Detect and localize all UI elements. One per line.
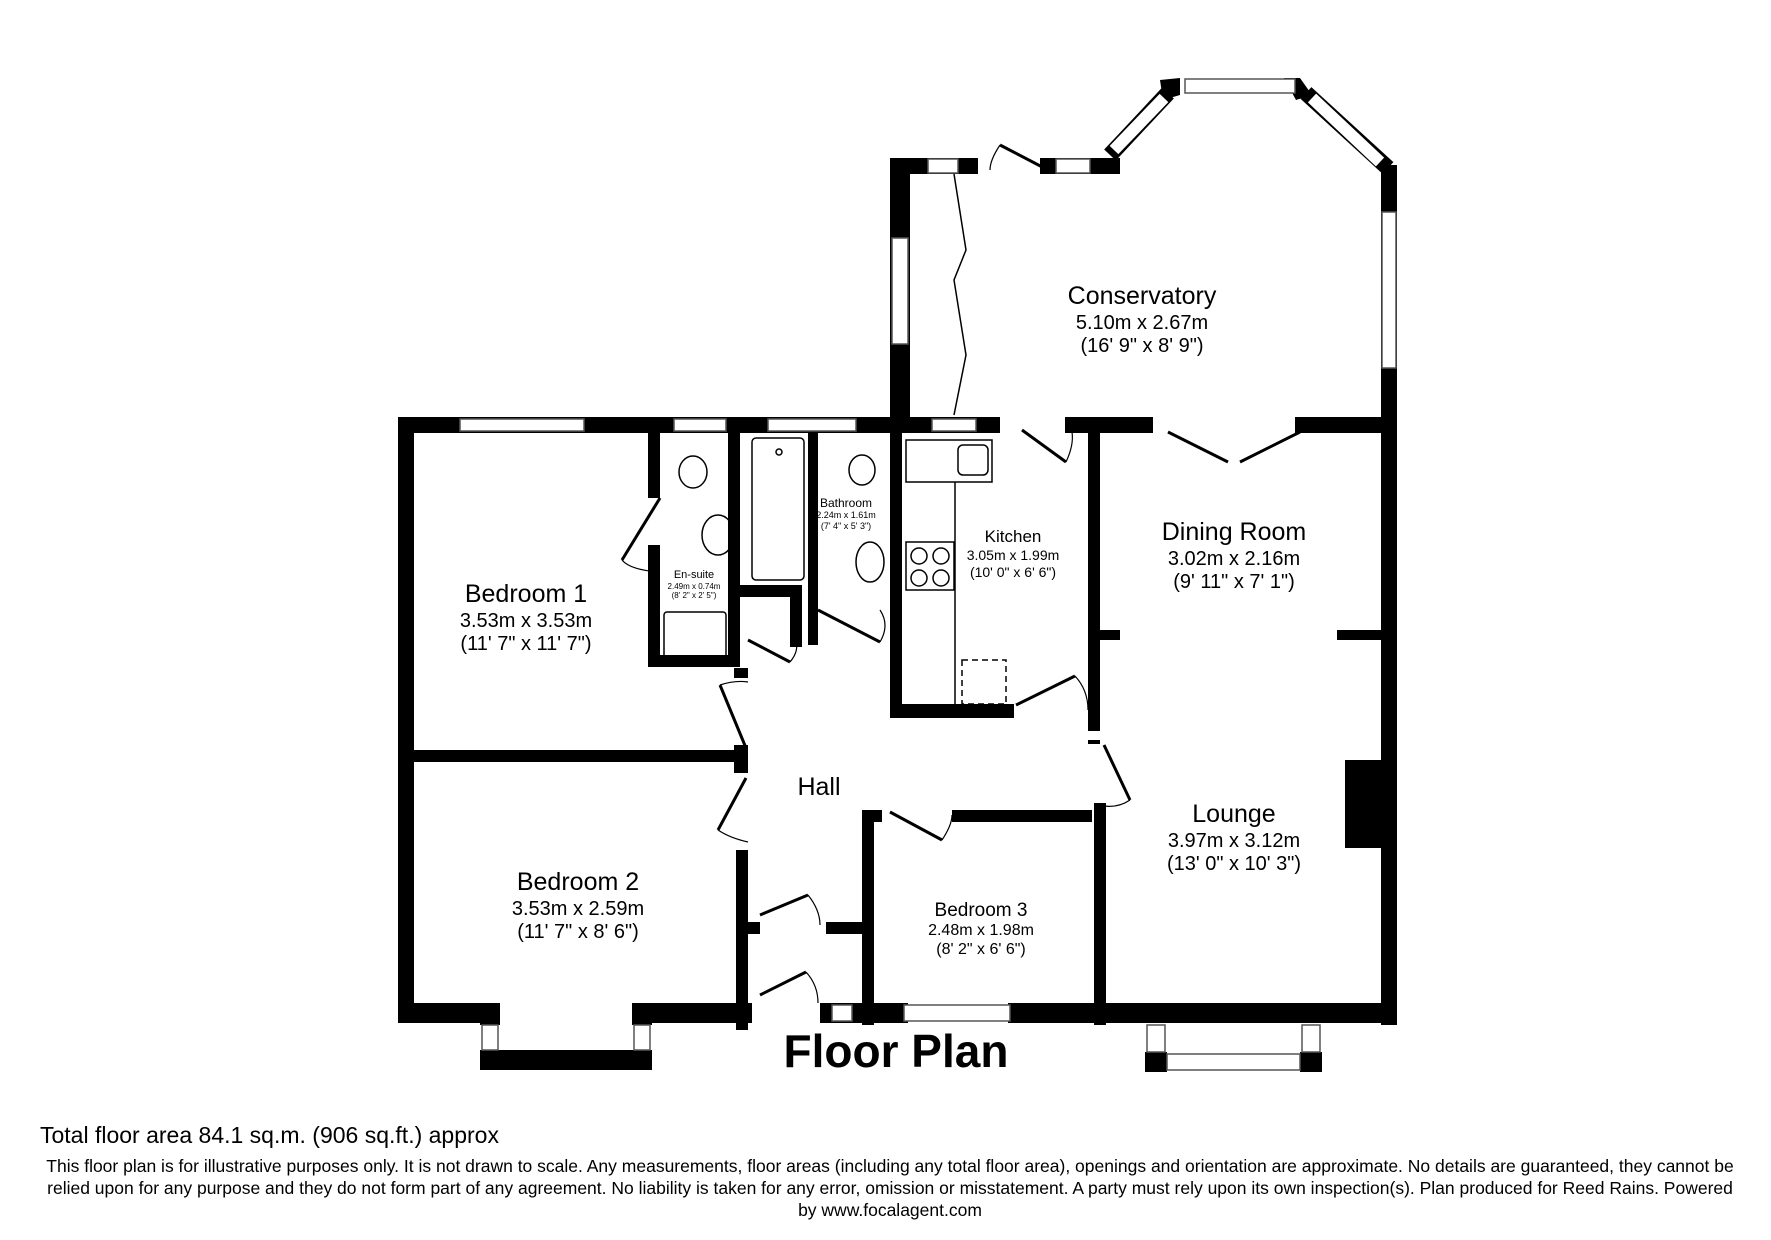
room-name: Bedroom 2: [516, 868, 640, 896]
room-label-bathroom: Bathroom 2.24m x 1.61m (7' 4" x 5' 3"): [816, 496, 876, 531]
room-label-hall: Hall: [797, 773, 840, 803]
room-name: Hall: [797, 773, 841, 801]
room-name: Kitchen: [984, 527, 1042, 546]
total-floor-area: Total floor area 84.1 sq.m. (906 sq.ft.)…: [40, 1122, 499, 1148]
room-label-kitchen: Kitchen 3.05m x 1.99m (10' 0" x 6' 6"): [967, 527, 1060, 580]
room-metric: 3.97m x 3.12m: [1167, 829, 1301, 852]
room-name: Lounge: [1192, 800, 1276, 828]
room-imperial: (11' 7" x 11' 7"): [460, 633, 592, 656]
room-label-bedroom-3: Bedroom 3 2.48m x 1.98m (8' 2" x 6' 6"): [928, 900, 1034, 960]
room-metric: 2.49m x 0.74m: [667, 581, 721, 591]
room-imperial: (11' 7" x 8' 6"): [517, 921, 639, 944]
plan-title: Floor Plan: [783, 1025, 1009, 1077]
room-label-bedroom-2: Bedroom 2 3.53m x 2.59m (11' 7" x 8' 6"): [512, 868, 644, 945]
room-imperial: (16' 9" x 8' 9"): [1080, 335, 1204, 358]
room-label-conservatory: Conservatory 5.10m x 2.67m (16' 9" x 8' …: [1068, 282, 1217, 359]
room-metric: 3.02m x 2.16m: [1167, 547, 1301, 570]
room-label-ensuite: En-suite 2.49m x 0.74m (8' 2" x 2' 5"): [668, 569, 721, 601]
room-metric: 3.05m x 1.99m: [966, 547, 1060, 564]
room-imperial: (13' 0" x 10' 3"): [1166, 853, 1302, 876]
room-name: Dining Room: [1161, 518, 1307, 546]
room-imperial: (8' 2" x 6' 6"): [936, 941, 1026, 959]
room-metric: 3.53m x 3.53m: [459, 609, 593, 632]
room-label-bedroom-1: Bedroom 1 3.53m x 3.53m (11' 7" x 11' 7"…: [460, 580, 592, 657]
floor-plan-drawing: [398, 78, 1397, 1072]
room-name: Conservatory: [1067, 282, 1217, 310]
room-name: Bedroom 1: [464, 580, 588, 608]
room-imperial: (8' 2" x 2' 5"): [671, 591, 717, 601]
room-imperial: (10' 0" x 6' 6"): [969, 563, 1057, 580]
room-imperial: (7' 4" x 5' 3"): [820, 520, 872, 531]
room-name: Bathroom: [819, 496, 873, 510]
room-metric: 3.53m x 2.59m: [511, 897, 645, 920]
room-metric: 5.10m x 2.67m: [1075, 311, 1209, 334]
disclaimer-text: This floor plan is for illustrative purp…: [46, 1156, 1734, 1220]
room-name: Bedroom 3: [934, 900, 1028, 921]
room-name: En-suite: [673, 569, 715, 581]
room-label-dining-room: Dining Room 3.02m x 2.16m (9' 11" x 7' 1…: [1162, 518, 1307, 595]
room-metric: 2.48m x 1.98m: [928, 922, 1034, 940]
room-imperial: (9' 11" x 7' 1"): [1173, 571, 1295, 594]
room-label-lounge: Lounge 3.97m x 3.12m (13' 0" x 10' 3"): [1167, 800, 1301, 877]
room-metric: 2.24m x 1.61m: [816, 510, 876, 521]
